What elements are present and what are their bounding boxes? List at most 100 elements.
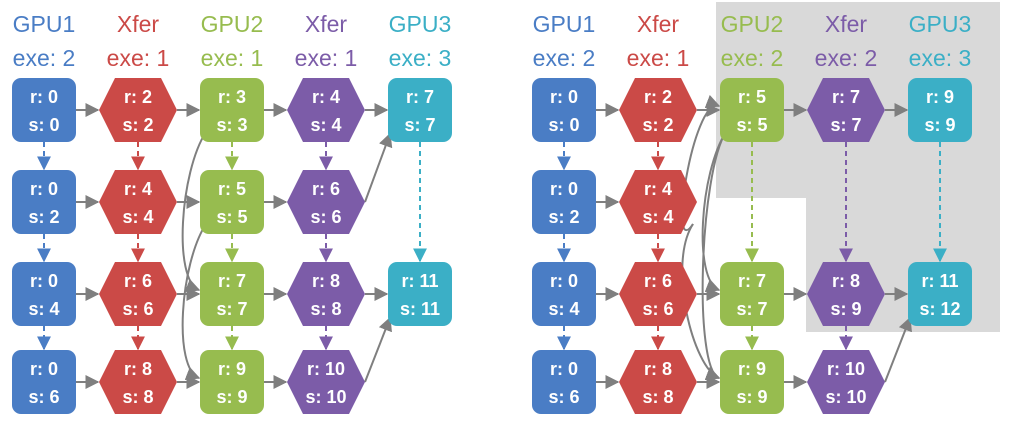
left-node-r-label: r: 9	[218, 359, 246, 379]
left-column-header-4: Xfer	[305, 11, 348, 37]
right-node-s-label: s: 9	[830, 299, 861, 319]
left-node-r-label: r: 11	[401, 271, 438, 291]
right-gpu-box	[908, 262, 972, 326]
right-node-s-label: s: 12	[919, 299, 960, 319]
left-node-a1: r: 0 s: 2	[12, 170, 76, 234]
right-flow-arrow-d3-e2	[884, 316, 912, 383]
right-node-r-label: r: 6	[644, 271, 672, 291]
left-node-s-label: s: 6	[122, 299, 153, 319]
left-flow-arrow-d3-e2	[364, 316, 392, 383]
right-xfer-hexagon	[619, 350, 697, 414]
left-node-s-label: s: 0	[28, 115, 59, 135]
left-node-a0: r: 0s: 0	[12, 78, 76, 142]
left-node-s-label: s: 6	[310, 207, 341, 227]
left-xfer-hexagon	[287, 262, 365, 326]
left-flow-arrow-d1-e0	[364, 132, 393, 203]
left-node-r-label: r: 5	[218, 179, 246, 199]
right-node-r-label: r: 0	[550, 359, 578, 379]
right-node-c0: r: 5 s: 5	[720, 78, 784, 142]
right-node-d3: r: 10s: 10	[807, 350, 885, 414]
left-node-r-label: r: 0	[30, 271, 58, 291]
left-node-e2: r: 11 s: 11	[388, 262, 452, 326]
left-column-header-3: GPU2	[201, 11, 264, 37]
right-node-c3: r: 9 s: 9	[720, 350, 784, 414]
left-node-r-label: r: 3	[218, 87, 246, 107]
left-xfer-hexagon	[287, 170, 365, 234]
right-node-r-label: r: 9	[738, 359, 766, 379]
right-node-s-label: s: 9	[736, 387, 767, 407]
right-node-r-label: r: 0	[550, 179, 578, 199]
right-node-s-label: s: 8	[642, 387, 673, 407]
left-node-e0: r: 7 s: 7	[388, 78, 452, 142]
right-node-r-label: r: 8	[644, 359, 672, 379]
left-gpu-box	[388, 262, 452, 326]
edges-layer	[37, 94, 947, 389]
left-node-r-label: r: 8	[124, 359, 152, 379]
left-node-c0: r: 3 s: 3	[200, 78, 264, 142]
left-xfer-hexagon	[99, 170, 177, 234]
left-xfer-hexagon	[287, 78, 365, 142]
right-node-a1: r: 0 s: 2	[532, 170, 596, 234]
right-node-b2: r: 6s: 6	[619, 262, 697, 326]
right-node-s-label: s: 10	[825, 387, 866, 407]
left-gpu-box	[388, 78, 452, 142]
left-xfer-hexagon	[99, 350, 177, 414]
right-column-header-2: Xfer	[637, 11, 680, 37]
left-node-a2: r: 0s: 4	[12, 262, 76, 326]
right-column-header-3: GPU2	[721, 11, 784, 37]
left-node-d0: r: 4s: 4	[287, 78, 365, 142]
left-gpu-box	[200, 170, 264, 234]
left-node-s-label: s: 3	[216, 115, 247, 135]
right-gpu-box	[532, 78, 596, 142]
left-node-b1: r: 4s: 4	[99, 170, 177, 234]
right-xfer-hexagon	[807, 262, 885, 326]
left-node-r-label: r: 0	[30, 179, 58, 199]
right-node-a2: r: 0s: 4	[532, 262, 596, 326]
right-xfer-hexagon	[807, 78, 885, 142]
right-gpu-box	[532, 350, 596, 414]
left-xfer-hexagon	[99, 262, 177, 326]
right-node-s-label: s: 7	[830, 115, 861, 135]
right-node-b0: r: 2s: 2	[619, 78, 697, 142]
left-column-exe-1: exe: 2	[13, 45, 76, 71]
left-gpu-box	[200, 262, 264, 326]
right-gpu-box	[720, 262, 784, 326]
left-node-s-label: s: 7	[404, 115, 435, 135]
left-column-exe-4: exe: 1	[295, 45, 358, 71]
left-node-s-label: s: 9	[216, 387, 247, 407]
right-node-b3: r: 8 s: 8	[619, 350, 697, 414]
left-node-s-label: s: 2	[122, 115, 153, 135]
right-node-s-label: s: 5	[736, 115, 767, 135]
left-node-s-label: s: 8	[122, 387, 153, 407]
right-node-s-label: s: 9	[924, 115, 955, 135]
right-node-r-label: r: 5	[738, 87, 766, 107]
right-column-exe-4: exe: 2	[815, 45, 878, 71]
left-node-s-label: s: 2	[28, 207, 59, 227]
left-gpu-box	[200, 78, 264, 142]
right-node-s-label: s: 7	[736, 299, 767, 319]
right-xfer-hexagon	[619, 170, 697, 234]
left-xfer-hexagon	[287, 350, 365, 414]
right-node-e0: r: 9s: 9	[908, 78, 972, 142]
left-node-s-label: s: 11	[400, 299, 440, 319]
right-node-c2: r: 7s: 7	[720, 262, 784, 326]
nodes-layer: r: 0s: 0r: 0s: 2r: 0s: 4r: 0s: 6r: 2s: 2…	[12, 78, 972, 414]
left-node-r-label: r: 7	[406, 87, 434, 107]
left-flow-arrow-c0-c2	[181, 131, 207, 292]
right-gpu-box	[532, 262, 596, 326]
left-node-r-label: r: 6	[312, 179, 340, 199]
left-node-d2: r: 8s: 8	[287, 262, 365, 326]
left-node-b2: r: 6 s: 6	[99, 262, 177, 326]
left-gpu-box	[12, 170, 76, 234]
left-node-r-label: r: 10	[307, 359, 345, 379]
right-node-s-label: s: 0	[548, 115, 579, 135]
left-node-s-label: s: 8	[310, 299, 341, 319]
right-node-s-label: s: 2	[548, 207, 579, 227]
right-gpu-box	[720, 350, 784, 414]
right-flow-arrow-b1-c0	[681, 94, 721, 232]
left-node-r-label: r: 6	[124, 271, 152, 291]
right-xfer-hexagon	[807, 350, 885, 414]
